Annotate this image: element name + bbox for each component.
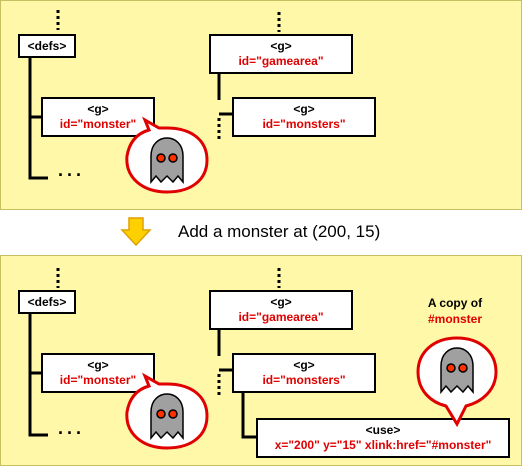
use-x-attr: x="200" [274, 438, 320, 452]
monster-tag: <g> [87, 102, 109, 116]
copy-label-line2: #monster [427, 312, 483, 326]
use-attributes: x="200" y="15" xlink:href="#monster" [275, 438, 492, 453]
use-y-attr: y="15" [323, 438, 362, 452]
gamearea-tag: <g> [270, 295, 292, 309]
monster-group-node-bottom: <g> id="monster" [41, 353, 155, 393]
monster-id: id="monster" [59, 373, 137, 387]
ghost-icon [150, 393, 184, 441]
monster-group-node-top: <g> id="monster" [41, 97, 155, 137]
ghost-icon [440, 347, 474, 395]
monsters-group-node-bottom: <g> id="monsters" [232, 353, 376, 393]
ellipsis-bottom: ... [58, 418, 86, 438]
gamearea-id: id="gamearea" [238, 54, 324, 68]
defs-tag: <defs> [27, 38, 67, 53]
monsters-id: id="monsters" [262, 373, 346, 387]
gamearea-id: id="gamearea" [238, 310, 324, 324]
defs-tag: <defs> [27, 294, 67, 309]
monster-bubble-bottom [125, 372, 209, 450]
defs-node-bottom: <defs> [18, 290, 76, 314]
copy-label: A copy of #monster [410, 295, 500, 327]
monsters-id: id="monsters" [262, 117, 346, 131]
monsters-group-node-top: <g> id="monsters" [232, 97, 376, 137]
transition-caption: Add a monster at (200, 15) [178, 222, 381, 241]
defs-node-top: <defs> [18, 34, 76, 58]
use-href-attr: xlink:href="#monster" [364, 438, 492, 452]
gamearea-tag: <g> [270, 39, 292, 53]
monster-bubble-top [125, 116, 209, 194]
use-element-node: <use> x="200" y="15" xlink:href="#monste… [256, 418, 510, 458]
gamearea-group-node-top: <g> id="gamearea" [209, 34, 353, 74]
ellipsis-top: ... [58, 160, 86, 180]
use-tag: <use> [365, 423, 401, 437]
copy-label-line1: A copy of [427, 296, 483, 310]
down-arrow-icon [120, 217, 152, 247]
monster-id: id="monster" [59, 117, 137, 131]
copy-bubble [416, 336, 498, 428]
gamearea-group-node-bottom: <g> id="gamearea" [209, 290, 353, 330]
monsters-tag: <g> [293, 102, 315, 116]
monsters-tag: <g> [293, 358, 315, 372]
monster-tag: <g> [87, 358, 109, 372]
ghost-icon [150, 137, 184, 185]
